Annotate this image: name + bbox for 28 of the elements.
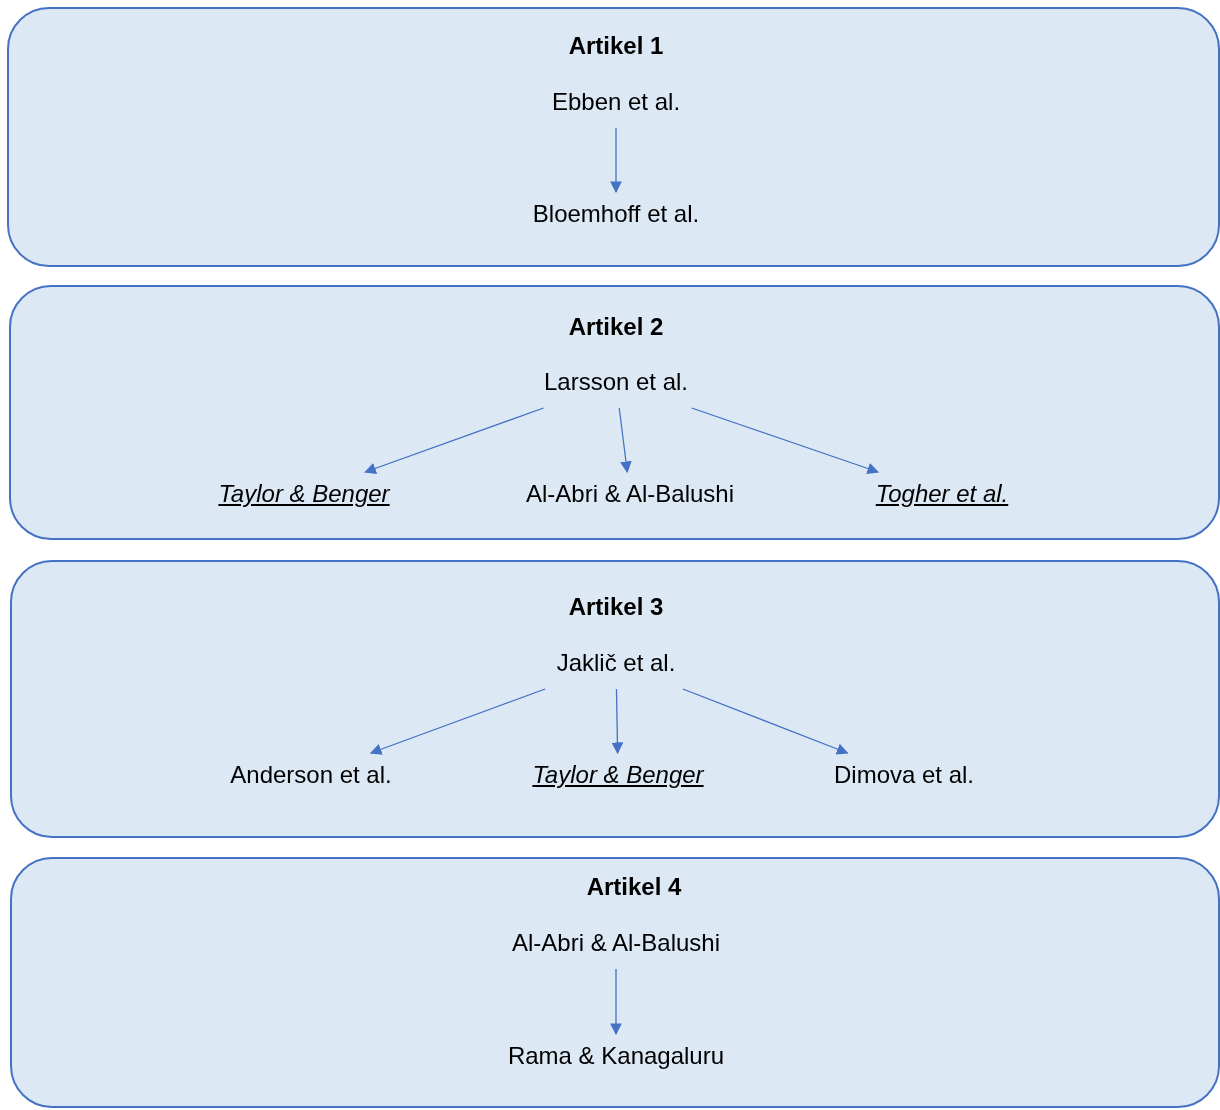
arrow [611, 688, 624, 755]
arrow [610, 968, 622, 1036]
article-panel [10, 857, 1220, 1108]
panel-heading: Artikel 1 [568, 32, 664, 60]
article-panel [10, 560, 1220, 838]
arrow [618, 407, 632, 474]
author-label: Jaklič et al. [556, 649, 676, 677]
author-label: Ebben et al. [551, 88, 681, 116]
author-label: Dimova et al. [833, 761, 975, 789]
panel-heading: Artikel 2 [568, 313, 664, 341]
article-panel [9, 285, 1220, 540]
author-label: Anderson et al. [230, 761, 392, 789]
author-label: Taylor & Benger [218, 480, 390, 508]
author-label: Al-Abri & Al-Balushi [525, 480, 735, 508]
arrow [691, 407, 880, 475]
author-label: Al-Abri & Al-Balushi [511, 929, 721, 957]
arrow [369, 688, 546, 755]
author-label: Togher et al. [875, 480, 1009, 508]
arrow [610, 127, 622, 194]
arrow [364, 407, 545, 474]
author-label: Bloemhoff et al. [532, 200, 700, 228]
arrow [682, 688, 849, 755]
panel-heading: Artikel 3 [568, 593, 664, 621]
author-label: Taylor & Benger [532, 761, 704, 789]
author-label: Rama & Kanagaluru [507, 1042, 725, 1070]
panel-heading: Artikel 4 [586, 873, 682, 901]
article-panel [7, 7, 1220, 267]
author-label: Larsson et al. [543, 368, 689, 396]
